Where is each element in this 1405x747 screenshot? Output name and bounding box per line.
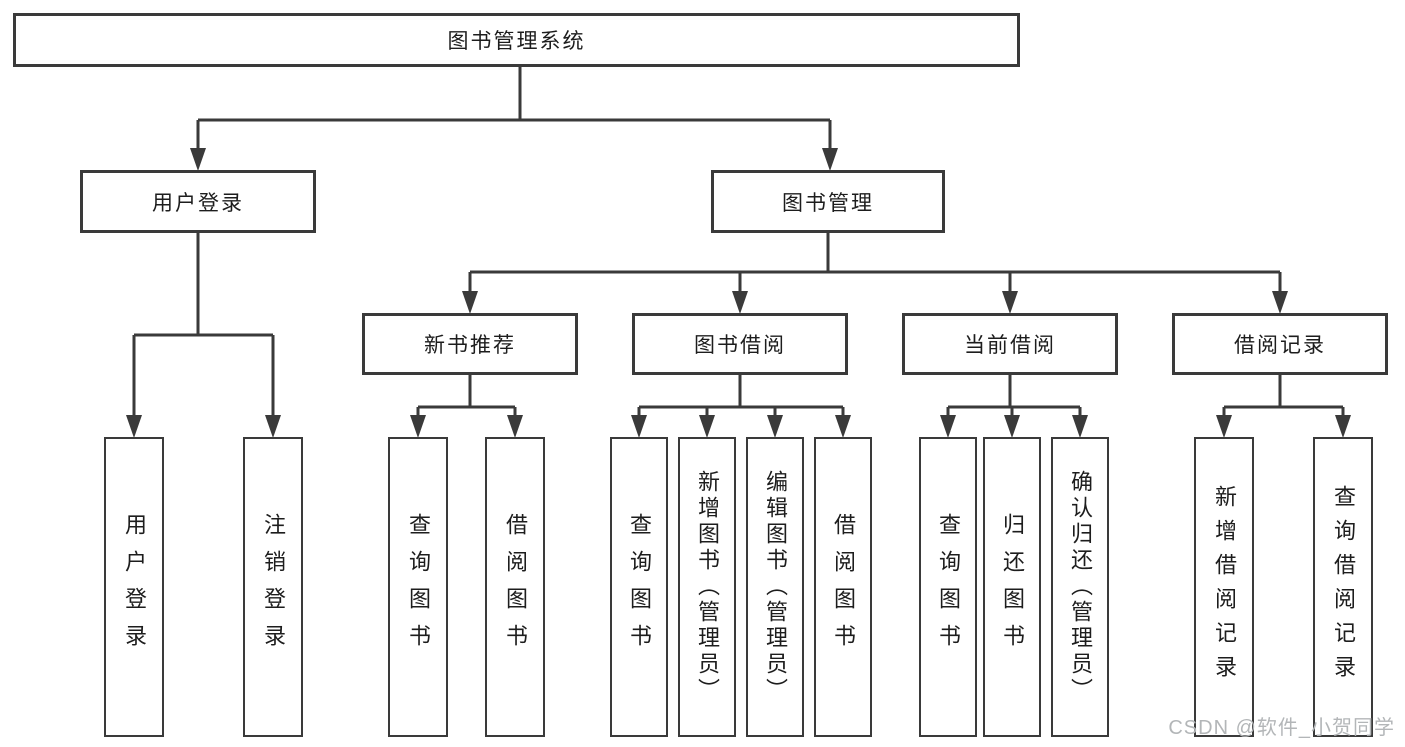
node-book-borrowing: 图书借阅 [632, 313, 848, 375]
leaf-confirm-return-admin: 确认归还（管理员） [1051, 437, 1109, 737]
leaf-query-book-current: 查询图书 [919, 437, 977, 737]
watermark: CSDN @软件_小贺同学 [1168, 717, 1395, 739]
leaf-return-book: 归还图书 [983, 437, 1041, 737]
node-book-management: 图书管理 [711, 170, 945, 233]
leaf-borrow-book-recommend: 借阅图书 [485, 437, 545, 737]
node-new-book-recommend: 新书推荐 [362, 313, 578, 375]
leaf-edit-book-admin: 编辑图书（管理员） [746, 437, 804, 737]
leaf-user-login: 用户登录 [104, 437, 164, 737]
leaf-logout: 注销登录 [243, 437, 303, 737]
node-borrowing-records: 借阅记录 [1172, 313, 1388, 375]
node-user-login: 用户登录 [80, 170, 316, 233]
node-current-borrowing: 当前借阅 [902, 313, 1118, 375]
leaf-add-borrow-record: 新增借阅记录 [1194, 437, 1254, 737]
leaf-add-book-admin: 新增图书（管理员） [678, 437, 736, 737]
leaf-query-book-borrow: 查询图书 [610, 437, 668, 737]
node-library-management-system: 图书管理系统 [13, 13, 1020, 67]
leaf-query-book-recommend: 查询图书 [388, 437, 448, 737]
leaf-borrow-book: 借阅图书 [814, 437, 872, 737]
leaf-query-borrow-record: 查询借阅记录 [1313, 437, 1373, 737]
